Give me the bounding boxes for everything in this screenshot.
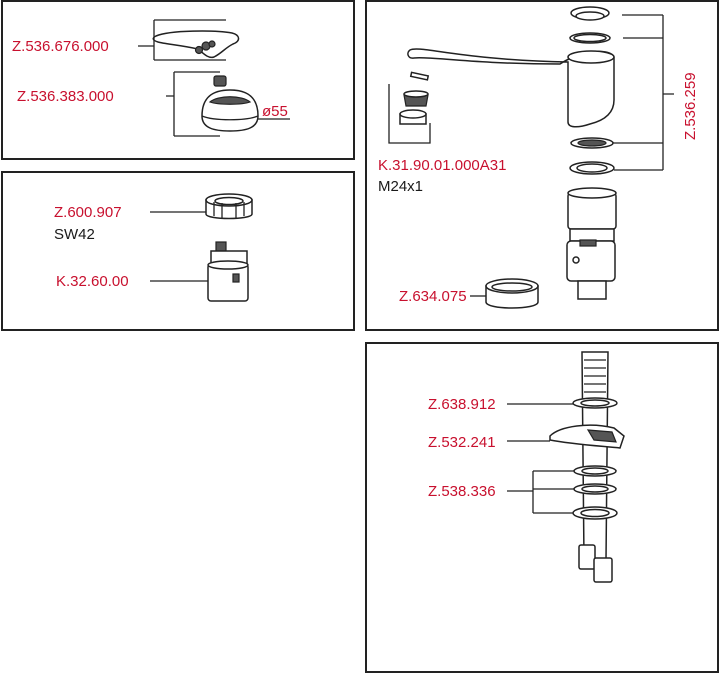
diameter-label: ø55	[262, 103, 288, 120]
cap-drawing	[201, 75, 259, 132]
bottom-rings-drawing	[569, 137, 615, 175]
lever-handle-drawing	[152, 30, 240, 59]
nut-size-label: SW42	[54, 226, 95, 243]
cartridge-part-label: K.32.60.00	[56, 273, 129, 290]
top-rings-drawing	[569, 6, 611, 44]
panel-lever-cap	[1, 0, 355, 160]
lever-leader	[138, 19, 226, 61]
seals-part-label: Z.538.336	[428, 483, 496, 500]
sleeve-drawing	[485, 278, 539, 309]
bracket-part-label: Z.532.241	[428, 434, 496, 451]
seal-rings-drawing	[572, 465, 618, 520]
cap-part-label: Z.536.383.000	[17, 88, 114, 105]
nut-part-label: Z.600.907	[54, 204, 122, 221]
aerator-thread-label: M24x1	[378, 178, 423, 195]
bracket-drawing	[549, 424, 625, 449]
cartridge-drawing	[207, 241, 249, 302]
aerator-leader	[388, 84, 431, 144]
washer-drawing	[572, 397, 618, 409]
cap-leader	[166, 71, 220, 137]
panel-cartridge	[1, 171, 355, 331]
aerator-part-label: K.31.90.01.000A31	[378, 157, 506, 174]
spout-drawing	[407, 48, 615, 128]
seal-set-leader	[613, 14, 674, 171]
aerator-drawing	[399, 71, 430, 125]
panel-mounting	[365, 342, 719, 673]
washer-part-label: Z.638.912	[428, 396, 496, 413]
seals-leader	[507, 470, 574, 514]
seal-set-part-label: Z.536.259	[682, 72, 699, 140]
lever-part-label: Z.536.676.000	[12, 38, 109, 55]
sleeve-part-label: Z.634.075	[399, 288, 467, 305]
body-cartridge-drawing	[566, 187, 617, 300]
nut-drawing	[205, 193, 253, 220]
